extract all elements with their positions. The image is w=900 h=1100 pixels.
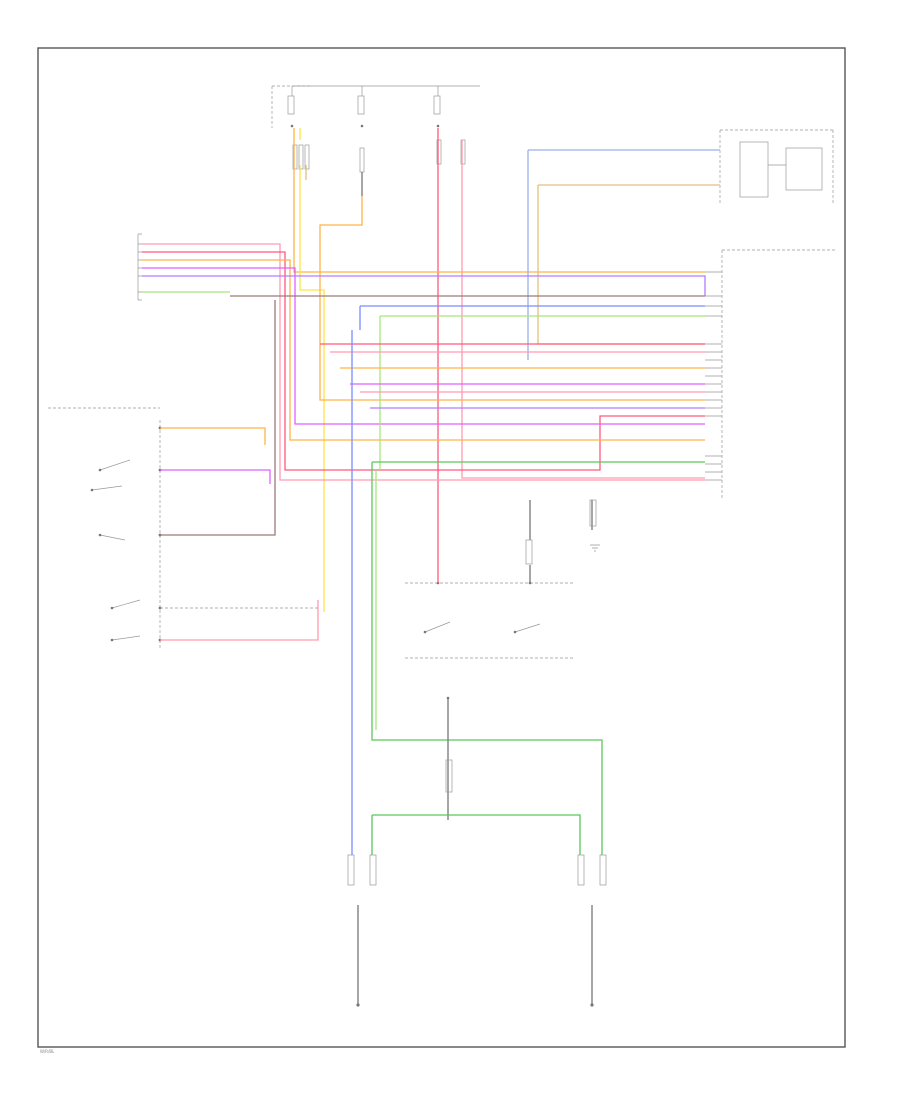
headlamp-grounds — [356, 905, 594, 1007]
fuse-connectors — [292, 139, 466, 173]
lighting-control-module — [705, 249, 836, 500]
fuse-block — [271, 85, 480, 128]
multifunction-switch — [405, 581, 575, 700]
figure-id: W/R/BL — [40, 1049, 55, 1054]
headlamp-switch — [90, 420, 162, 650]
diagram-frame — [37, 47, 846, 1048]
ground-symbol — [590, 544, 600, 552]
instrument-cluster — [719, 129, 834, 205]
wires — [142, 128, 720, 855]
bottom-connectors — [347, 499, 607, 886]
